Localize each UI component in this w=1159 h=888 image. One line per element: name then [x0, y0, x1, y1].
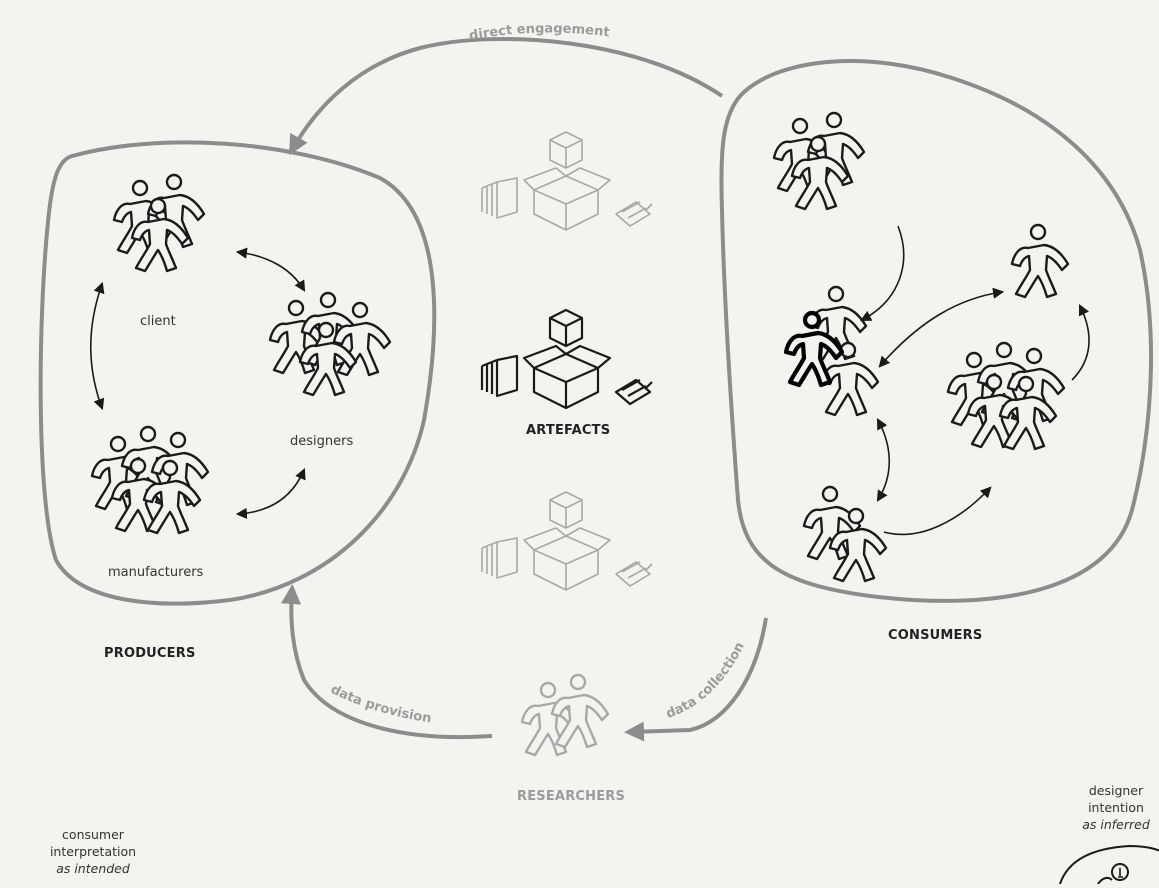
consumer-pair-bottom [802, 485, 888, 583]
data-provision-label: data provision [328, 682, 432, 726]
designer-note-line2: intention [1088, 800, 1144, 815]
designer-note-line1: designer [1088, 783, 1144, 798]
researchers-crowd [522, 675, 608, 755]
consumers-label: CONSUMERS [888, 628, 983, 643]
consumer-links [860, 225, 1090, 536]
client-label: client [140, 314, 176, 329]
manufacturers-crowd [92, 427, 208, 533]
consumer-note-line3: as intended [56, 861, 130, 876]
consumer-crowd-right [948, 343, 1064, 449]
svg-text:data provision: data provision [328, 682, 432, 726]
data-collection-label: data collection [664, 640, 748, 722]
data-provision-arrow [281, 584, 493, 740]
consumers-outline [719, 59, 1153, 603]
artefacts-faded-top [481, 131, 653, 231]
data-collection-arrow [624, 617, 768, 742]
designer-intention-corner [1059, 844, 1159, 885]
consumer-single-right [1010, 223, 1070, 299]
producer-links [89, 247, 306, 520]
producers-outline [38, 140, 437, 606]
designer-note-line3: as inferred [1082, 817, 1150, 832]
artefacts-main [480, 308, 654, 410]
direct-engagement-arrow [289, 36, 724, 156]
client-crowd [114, 175, 204, 271]
consumer-interpretation-note: consumer interpretation as intended [40, 826, 146, 877]
producers-label: PRODUCERS [104, 646, 196, 661]
designers-label: designers [290, 434, 354, 449]
manufacturers-label: manufacturers [108, 565, 204, 580]
artefacts-faded-bottom [481, 491, 653, 591]
researchers-label: RESEARCHERS [517, 789, 626, 804]
designers-crowd [270, 293, 390, 395]
artefacts-label: ARTEFACTS [526, 423, 611, 438]
consumer-crowd-top [774, 113, 864, 209]
svg-text:data collection: data collection [664, 640, 748, 722]
consumer-note-line2: interpretation [49, 844, 137, 859]
designer-intention-note: designer intention as inferred [1076, 782, 1156, 833]
consumer-note-line1: consumer [62, 827, 124, 842]
